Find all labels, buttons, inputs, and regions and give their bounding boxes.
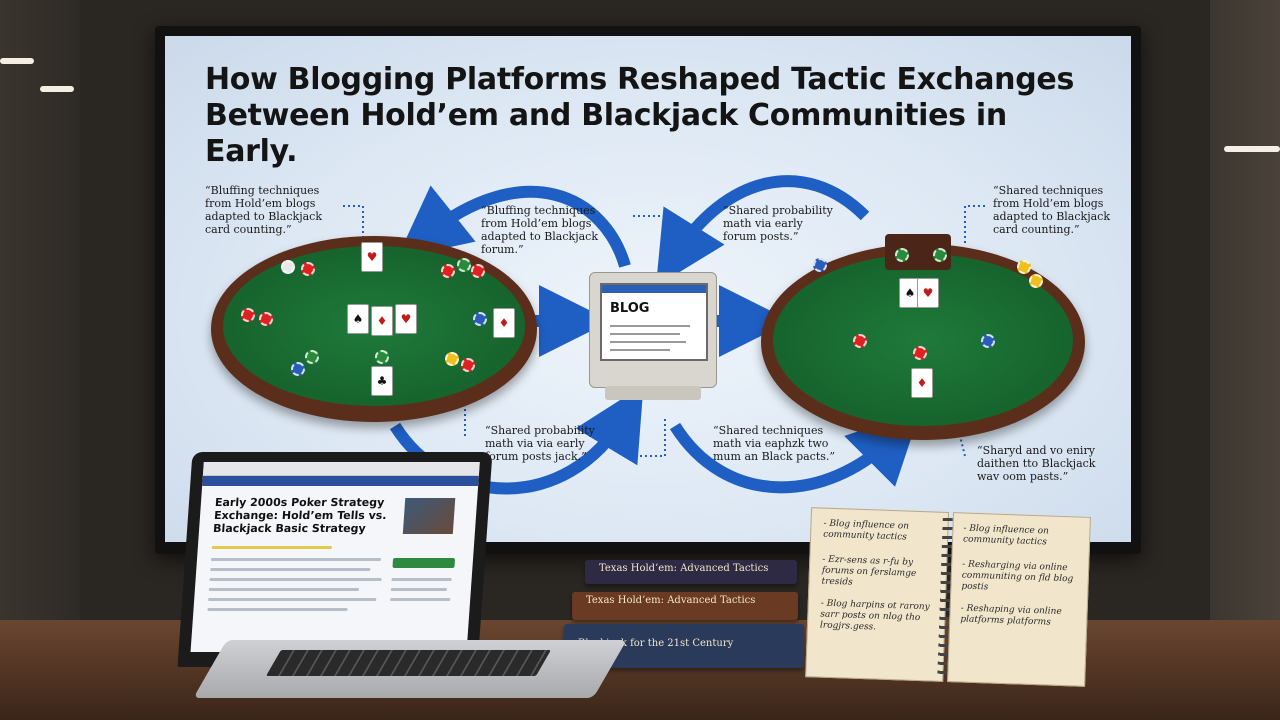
callout-bluffing-left: “Bluffing techniques from Hold’em blogs … (205, 184, 322, 236)
infographic-screen: How Blogging Platforms Reshaped Tactic E… (165, 36, 1131, 542)
notebook-left-page: - Blog influence on community tactics - … (805, 507, 950, 682)
left-wall (0, 0, 80, 620)
poker-chip (241, 308, 255, 322)
playing-card: ♦ (493, 308, 515, 338)
text-line (610, 349, 670, 351)
text-line (208, 598, 377, 601)
callout-techniques-right: “Shared techniques from Hold’em blogs ad… (993, 184, 1110, 236)
poker-chip (441, 264, 455, 278)
text-line (610, 341, 686, 343)
retro-computer-monitor: BLOG (589, 272, 717, 388)
dotted-leader (964, 205, 985, 246)
blog-page-screen: BLOG (600, 283, 708, 361)
dotted-leader (625, 416, 666, 457)
playing-card: ♣ (371, 366, 393, 396)
note-line: - Blog harpins ot rarony sarr posts on n… (819, 598, 930, 633)
ceiling-light (1224, 146, 1280, 152)
monitor-stand (605, 386, 701, 400)
note-line: - Resharging via online communiting on f… (961, 559, 1074, 593)
browser-address-bar[interactable] (202, 462, 480, 476)
note-line: - Reshaping via online platforms platfor… (960, 603, 1062, 628)
text-line (610, 333, 680, 335)
laptop-screen-lid: Early 2000s Poker Strategy Exchange: Hol… (177, 452, 493, 667)
poker-chip (1017, 260, 1031, 274)
note-line: - Blog influence on community tactics (822, 518, 910, 543)
poker-chip (305, 350, 319, 364)
blog-header-bar (602, 285, 706, 293)
arrow-bottom-right (669, 410, 921, 494)
playing-card: ♠ (347, 304, 369, 334)
ceiling-light (40, 86, 74, 92)
poker-chip (445, 352, 459, 366)
laptop-keyboard-base (193, 640, 627, 698)
text-line (210, 568, 371, 571)
poker-chip (471, 264, 485, 278)
text-line (210, 558, 382, 561)
callout-sharyd-right: “Sharyd and vo eniry daithen tto Blackja… (977, 444, 1096, 483)
book-hold-em-top: Texas Hold’em: Advanced Tactics (585, 560, 797, 584)
poker-chip (981, 334, 995, 348)
text-line (610, 325, 690, 327)
text-line (211, 546, 332, 549)
callout-probability-bottom: “Shared probability math via via early f… (485, 424, 595, 463)
poker-chip (1029, 274, 1043, 288)
poker-chip (895, 248, 909, 262)
notebook-right-page: - Blog influence on community tactics - … (947, 512, 1091, 687)
article-button[interactable] (392, 558, 456, 568)
poker-chip (933, 248, 947, 262)
poker-chip (457, 258, 471, 272)
poker-chip (375, 350, 389, 364)
poker-chip (913, 346, 927, 360)
poker-chip (301, 262, 315, 276)
text-line (209, 578, 382, 581)
poker-chip (291, 362, 305, 376)
playing-card: ♦ (911, 368, 933, 398)
book-hold-em-middle: Texas Hold’em: Advanced Tactics (572, 592, 798, 620)
playing-card: ♥ (361, 242, 383, 272)
text-line (207, 608, 348, 611)
note-line: - Blog influence on community tactics (962, 523, 1050, 548)
poker-chip (853, 334, 867, 348)
infographic-title: How Blogging Platforms Reshaped Tactic E… (205, 62, 1075, 169)
text-line (208, 588, 360, 591)
ceiling-light (0, 58, 34, 64)
poker-chip (259, 312, 273, 326)
note-line: - Ezr-sens as r-fu by forums on ferslamg… (821, 554, 917, 588)
poker-chip (473, 312, 487, 326)
tv-display: How Blogging Platforms Reshaped Tactic E… (155, 26, 1141, 554)
spiral-notebook: - Blog influence on community tactics - … (805, 507, 1091, 691)
blog-label: BLOG (610, 301, 650, 316)
arrow-top-left (396, 185, 631, 268)
right-wall (1210, 0, 1280, 620)
playing-card: ♥ (917, 278, 939, 308)
playing-card: ♥ (395, 304, 417, 334)
callout-probability-top: “Shared probability math via early forum… (723, 204, 833, 243)
poker-chip (813, 258, 827, 272)
article-title: Early 2000s Poker Strategy Exchange: Hol… (212, 496, 387, 535)
dotted-leader (633, 215, 666, 266)
poker-chip (461, 358, 475, 372)
browser-nav-bar (202, 476, 479, 486)
laptop-keyboard[interactable] (265, 650, 551, 676)
callout-bluffing-center: “Bluffing techniques from Hold’em blogs … (481, 204, 598, 256)
callout-techniques-bottom: “Shared techniques math via eaphzk two m… (713, 424, 836, 463)
laptop-browser: Early 2000s Poker Strategy Exchange: Hol… (190, 462, 480, 652)
text-line (390, 598, 451, 601)
arrow-top-right (655, 175, 870, 287)
playing-card: ♦ (371, 306, 393, 336)
text-line (391, 578, 452, 581)
poker-chip (281, 260, 295, 274)
text-line (390, 588, 448, 591)
article-thumbnail (402, 498, 456, 534)
